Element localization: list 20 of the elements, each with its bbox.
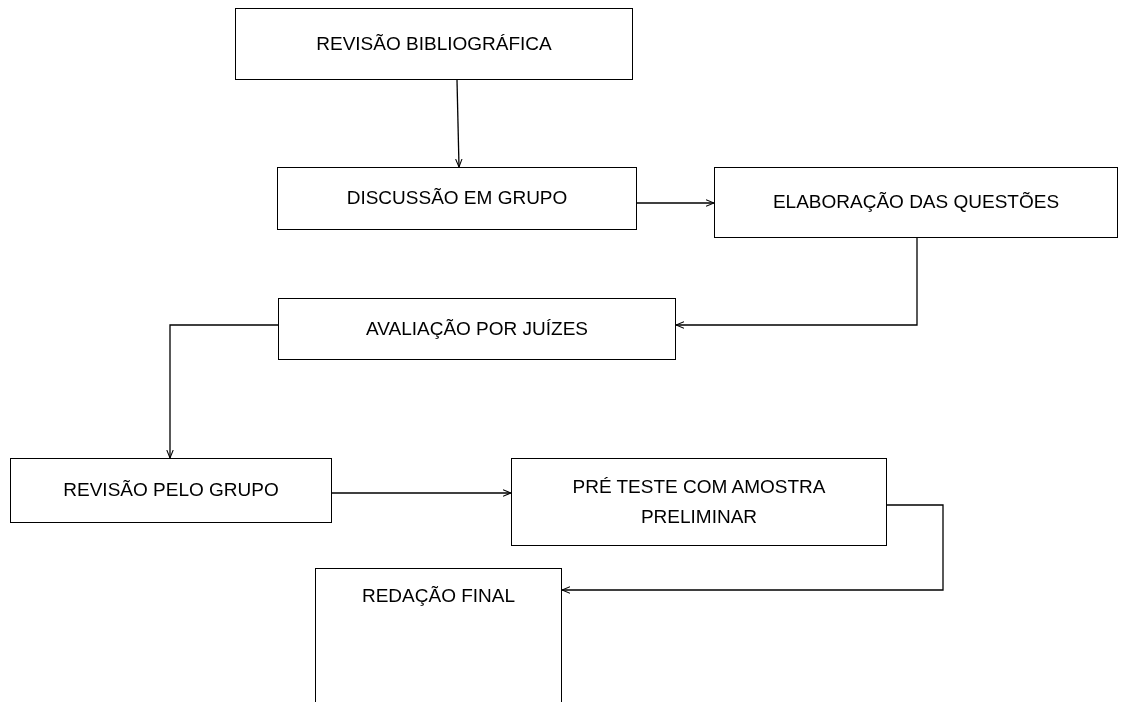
arrow — [331, 489, 512, 497]
process-box — [511, 458, 887, 546]
process-box — [10, 458, 332, 523]
arrow — [636, 199, 715, 207]
process-box — [315, 568, 562, 702]
box-label: REDAÇÃO FINAL — [361, 584, 516, 608]
box-label: AVALIAÇÃO POR JUÍZES — [365, 316, 589, 341]
box-label: PRÉ TESTE COM AMOSTRA PRELIMINAR — [571, 474, 827, 529]
box-label: DISCUSSÃO EM GRUPO — [346, 186, 568, 211]
box-label: REVISÃO BIBLIOGRÁFICA — [316, 31, 552, 56]
box-label: REVISÃO PELO GRUPO — [63, 478, 279, 503]
box-label: ELABORAÇÃO DAS QUESTÕES — [772, 190, 1060, 215]
process-box — [714, 167, 1118, 238]
arrow — [166, 324, 279, 459]
process-box — [235, 8, 633, 80]
arrow — [455, 79, 463, 168]
process-box — [277, 167, 637, 230]
process-box — [278, 298, 676, 360]
arrow — [561, 504, 944, 594]
arrow — [675, 237, 918, 329]
